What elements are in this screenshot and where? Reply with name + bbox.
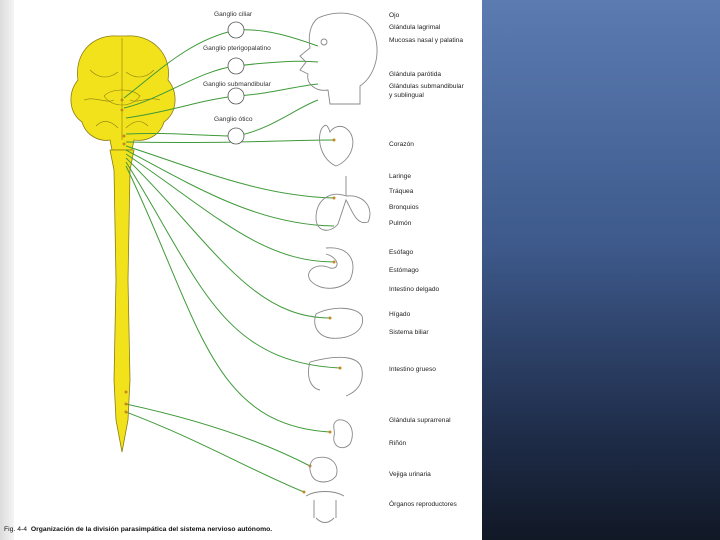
- ganglion-label-ciliary: Ganglio ciliar: [214, 11, 252, 18]
- bladder-shape: [310, 457, 337, 482]
- organ-label-larynx: Laringe: [389, 173, 411, 181]
- ganglion-label-submandibular: Ganglio submandibular: [203, 81, 271, 88]
- large-intestine-shape: [308, 357, 362, 396]
- organ-label-adrenal: Glándula suprarrenal: [389, 417, 451, 425]
- liver-shape: [315, 308, 363, 338]
- organ-label-liver: Hígado: [389, 311, 410, 319]
- parasympathetic-diagram: Ganglio ciliar Ganglio pterigopalatino G…: [0, 0, 482, 540]
- organ-label-bronchi: Bronquios: [389, 204, 419, 212]
- ganglion-label-pterygopalatine: Ganglio pterigopalatino: [203, 45, 271, 52]
- ganglion-ciliary: [228, 22, 244, 38]
- organ-label-trachea: Tráquea: [389, 188, 413, 196]
- organs: [300, 13, 377, 522]
- organ-label-sublingual: y sublingual: [389, 92, 424, 100]
- reproductive-shape: [306, 492, 344, 523]
- organ-label-nasal-palatine: Mucosas nasal y palatina: [389, 37, 463, 45]
- organ-label-small-intestine: Intestino delgado: [389, 286, 439, 294]
- eye-shape: [321, 39, 327, 45]
- slide-side-panel: [482, 0, 720, 540]
- organ-label-eye: Ojo: [389, 12, 399, 20]
- caption-text: Organización de la división parasimpátic…: [31, 526, 272, 533]
- organ-label-bladder: Vejiga urinaria: [389, 471, 431, 479]
- organ-label-biliary: Sistema biliar: [389, 329, 429, 337]
- caption-fig-number: Fig. 4-4: [4, 526, 27, 533]
- organ-label-stomach: Estómago: [389, 267, 419, 275]
- organ-label-large-intestine: Intestino grueso: [389, 366, 436, 374]
- brain: [71, 36, 175, 452]
- organ-label-esophagus: Esófago: [389, 249, 413, 257]
- heart-shape: [320, 125, 353, 166]
- stomach-shape: [309, 248, 353, 288]
- lungs-shape: [316, 176, 370, 230]
- synapse-dots: [121, 99, 342, 494]
- organ-label-lacrimal: Glándula lagrimal: [389, 24, 440, 32]
- organ-label-reproductive: Órganos reproductores: [389, 501, 457, 509]
- kidney-shape: [334, 420, 353, 448]
- organ-label-parotid: Glándula parótida: [389, 71, 441, 79]
- organ-label-kidney: Riñón: [389, 440, 406, 448]
- ganglion-label-otic: Ganglio ótico: [214, 116, 253, 123]
- ganglion-submandibular: [228, 88, 244, 104]
- ganglion-otic: [228, 128, 244, 144]
- organ-label-lung: Pulmón: [389, 220, 411, 228]
- organ-label-submandibular: Glándulas submandibular: [389, 83, 464, 91]
- ganglion-pterygopalatine: [228, 58, 244, 74]
- head-profile: [300, 13, 377, 104]
- figure-caption: Fig. 4-4 Organización de la división par…: [4, 526, 272, 533]
- organ-label-heart: Corazón: [389, 141, 414, 149]
